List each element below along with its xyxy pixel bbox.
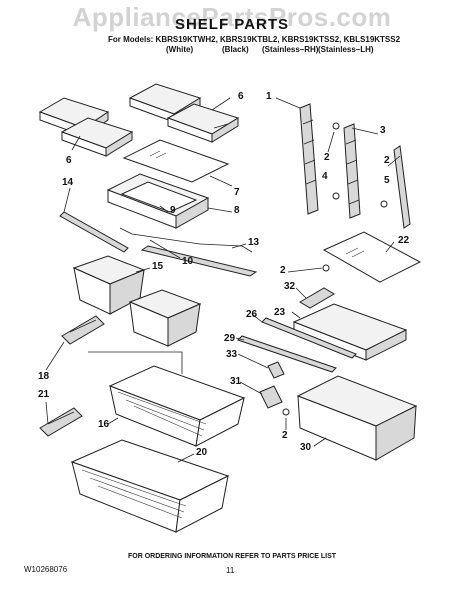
callout-2: 2	[384, 155, 390, 166]
shelf-ladder-right	[343, 123, 361, 219]
crisper-pan-right	[128, 289, 202, 347]
callout-21: 21	[38, 389, 50, 400]
variant-stainless-rh: (Stainless–RH)	[262, 45, 319, 54]
basket-divider-upper	[61, 315, 105, 345]
models-line: For Models: KBRS19KTWH2, KBRS19KTBL2, KB…	[108, 35, 401, 44]
callout-14: 14	[62, 177, 74, 188]
support-channel	[393, 145, 411, 229]
basket-divider-lower	[39, 407, 83, 437]
screw	[282, 408, 290, 416]
watermark: AppliancePartsPros.com	[72, 2, 392, 32]
slide-bracket	[259, 385, 283, 409]
callout-2: 2	[280, 265, 286, 276]
callout-1: 1	[266, 91, 272, 102]
leader-lines	[45, 97, 401, 463]
callout-32: 32	[284, 281, 296, 292]
shelf-rod	[119, 227, 201, 245]
callout-2: 2	[324, 152, 330, 163]
screw	[332, 192, 340, 200]
glass-shelf-right	[322, 231, 422, 283]
crisper-pan-left	[72, 255, 146, 315]
variant-white: (White)	[166, 45, 194, 54]
callout-15: 15	[152, 261, 164, 272]
screw	[380, 200, 388, 208]
variant-stainless-lh: (Stainless–LH)	[318, 45, 374, 54]
screw	[332, 122, 340, 130]
callout-5: 5	[384, 175, 390, 186]
callout-4: 4	[322, 171, 328, 182]
drawer-rail-upper	[261, 317, 357, 359]
callout-26: 26	[246, 309, 258, 320]
sliding-shelf-assembly	[106, 173, 210, 229]
callout-8: 8	[234, 205, 240, 216]
callout-2: 2	[282, 430, 288, 441]
drawer-clip	[267, 361, 285, 379]
glass-shelf	[122, 139, 230, 183]
pantry-drawer	[296, 375, 418, 461]
wire-basket-upper	[108, 365, 246, 447]
callout-3: 3	[380, 125, 386, 136]
callout-20: 20	[196, 447, 208, 458]
callout-10: 10	[182, 256, 194, 267]
page-title: SHELF PARTS	[174, 16, 290, 33]
callout-22: 22	[398, 235, 410, 246]
callout-30: 30	[300, 442, 312, 453]
document-number: W10268076	[24, 565, 68, 574]
callout-7: 7	[234, 187, 240, 198]
door-shelf-bottom-left	[60, 117, 134, 157]
callout-16: 16	[98, 419, 110, 430]
cover-bracket	[299, 287, 335, 309]
callout-31: 31	[230, 376, 242, 387]
crisper-rail	[59, 211, 129, 253]
shelf-ladder-left	[299, 103, 319, 215]
callout-23: 23	[274, 307, 286, 318]
callout-6: 6	[66, 155, 72, 166]
drawer-rail-lower	[237, 335, 337, 373]
rail-trim	[140, 245, 258, 277]
callout-13: 13	[248, 237, 260, 248]
screw	[322, 264, 330, 272]
ordering-note: FOR ORDERING INFORMATION REFER TO PARTS …	[127, 553, 337, 560]
callout-29: 29	[224, 333, 236, 344]
variant-black: (Black)	[222, 45, 249, 54]
callout-18: 18	[38, 371, 50, 382]
wire-basket-lower	[70, 439, 230, 533]
page-number: 11	[226, 566, 235, 575]
callout-9: 9	[170, 205, 176, 216]
callout-6: 6	[238, 91, 244, 102]
callout-33: 33	[226, 349, 238, 360]
